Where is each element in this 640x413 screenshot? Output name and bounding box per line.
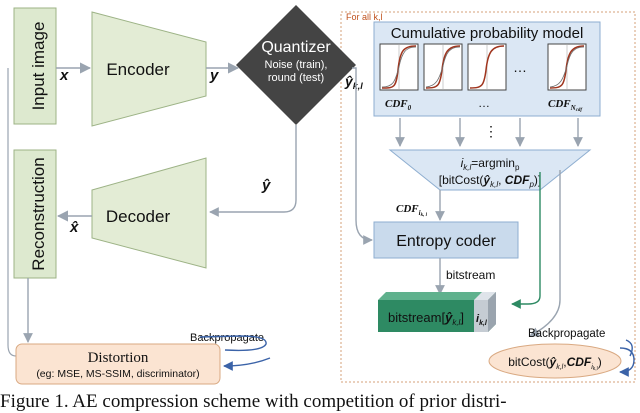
cdf-plot-2 <box>423 43 463 91</box>
entropy-cdf-sub: i <box>419 209 421 217</box>
argmin-line1: ik,l=argminp <box>461 156 520 172</box>
bitcost-b-sub: k,l <box>556 364 563 371</box>
input-image-block <box>13 7 57 125</box>
backprop-left-arrow <box>223 357 271 371</box>
backprop-left-label: Backpropagate <box>190 332 264 344</box>
entropy-coder-block <box>373 221 519 259</box>
bitcost-e: ) <box>598 355 602 369</box>
backprop-right-label: Backpropagate <box>528 328 605 340</box>
distortion-title: Distortion <box>88 350 149 366</box>
bitcost-block <box>488 343 622 379</box>
argmin-c: , <box>498 173 505 187</box>
figure-caption: Figure 1. AE compression scheme with com… <box>0 391 507 412</box>
quantizer-line2: round (test) <box>268 72 324 84</box>
reconstruction-block <box>13 149 57 279</box>
cdf-plot-last <box>547 43 587 91</box>
quantizer-title: Quantizer <box>261 39 331 56</box>
quantizer-line1: Noise (train), <box>265 59 328 71</box>
bitcost-d-subsub: k,l <box>593 366 598 372</box>
cdf-first-main: CDF <box>385 98 408 110</box>
entropy-coder-label: Entropy coder <box>396 233 496 250</box>
cdf-last-label: CDFNcdf <box>548 98 583 113</box>
argmin-d-sub: p <box>528 180 534 189</box>
arrow-argmin-to-bitstream <box>511 172 541 309</box>
argmin-b-sub: k,l <box>490 180 498 189</box>
signal-x: x <box>59 67 69 84</box>
bitstream-box-b: ŷ <box>444 310 453 325</box>
argmin-var: i <box>461 156 464 170</box>
backprop-right-loop <box>625 339 633 357</box>
bitcost-c: , <box>563 355 566 369</box>
argmin-line2: [bitCost(ŷk,l, CDFp)] <box>439 173 542 189</box>
line-input-to-distortion <box>7 68 17 357</box>
signal-xhat: x̂ <box>69 219 79 236</box>
bitstream-box-a: bitstream[ <box>388 310 445 325</box>
entropy-cdf-subsub: k, l <box>421 213 428 218</box>
cdf-dots: … <box>513 59 527 75</box>
bitcost-a: bitCost( <box>508 355 549 369</box>
input-image-label: Input image <box>29 22 48 111</box>
cdf-last-sub: N <box>570 104 577 112</box>
bitstream-box-i-sub: k,l <box>479 320 488 327</box>
argmin-op: =argmin <box>471 156 515 170</box>
bitstream-block <box>378 292 496 332</box>
bitstream-box-i-main: i <box>476 313 480 325</box>
signal-yhat-kl: ŷk,l <box>344 73 363 91</box>
signal-yhat-kl-sub: k,l <box>353 81 364 91</box>
bitstream-box-i: ik,l <box>476 313 488 327</box>
arrow-quantizer-to-entropy <box>352 67 373 245</box>
bitstream-label: bitstream <box>446 268 495 282</box>
cdf-plot-1 <box>379 43 419 91</box>
signal-yhat-kl-main: ŷ <box>344 73 354 89</box>
entropy-cdf-label: CDFik, l <box>396 203 428 218</box>
bitcost-b: ŷ <box>549 355 558 369</box>
argmin-e: )] <box>534 173 541 187</box>
prob-model-title: Cumulative probability model <box>391 25 584 42</box>
cdf-first-sub: 0 <box>408 104 412 112</box>
decoder-block <box>91 157 207 269</box>
entropy-cdf-main: CDF <box>396 203 419 215</box>
cdf-plot-3 <box>467 43 507 91</box>
for-all-label: For all k,l <box>346 12 383 22</box>
backprop-right-arrow <box>619 347 635 377</box>
bitstream-box-c: ] <box>460 310 464 325</box>
reconstruction-label: Reconstruction <box>29 157 48 270</box>
bitcost-label: bitCost(ŷk,l,CDFik,l) <box>508 355 602 372</box>
argmin-op-sub: p <box>515 163 520 172</box>
bitstream-box-label: bitstream[ŷk,l] <box>388 310 464 327</box>
bitcost-d: CDF <box>567 355 592 369</box>
distortion-sub: (eg: MSE, MS-SSIM, discriminator) <box>36 368 199 380</box>
signal-y: y <box>209 67 219 84</box>
cdf-first-label: CDF0 <box>385 98 412 112</box>
quantizer-block <box>236 5 356 125</box>
bitcost-d-sub: i <box>591 364 593 371</box>
argmin-d: CDF <box>505 173 530 187</box>
arrow-argmin-to-bitcost <box>529 170 561 337</box>
encoder-block <box>91 11 207 127</box>
backprop-left-loop <box>199 335 267 352</box>
encoder-label: Encoder <box>106 60 170 79</box>
distortion-block <box>15 343 221 385</box>
signal-yhat: ŷ <box>261 177 271 194</box>
bitstream-box-sub: k,l <box>452 318 460 327</box>
vertical-dots: ⋮ <box>484 123 498 139</box>
cdf-mid-dots: … <box>478 96 490 110</box>
argmin-a: [bitCost( <box>439 173 484 187</box>
cdf-last-main: CDF <box>548 98 571 110</box>
argmin-b: ŷ <box>482 173 491 187</box>
decoder-label: Decoder <box>106 207 171 226</box>
argmin-var-sub: k,l <box>463 163 471 172</box>
cdf-last-subsub: cdf <box>576 108 584 113</box>
arrow-quantizer-to-decoder <box>209 125 297 217</box>
